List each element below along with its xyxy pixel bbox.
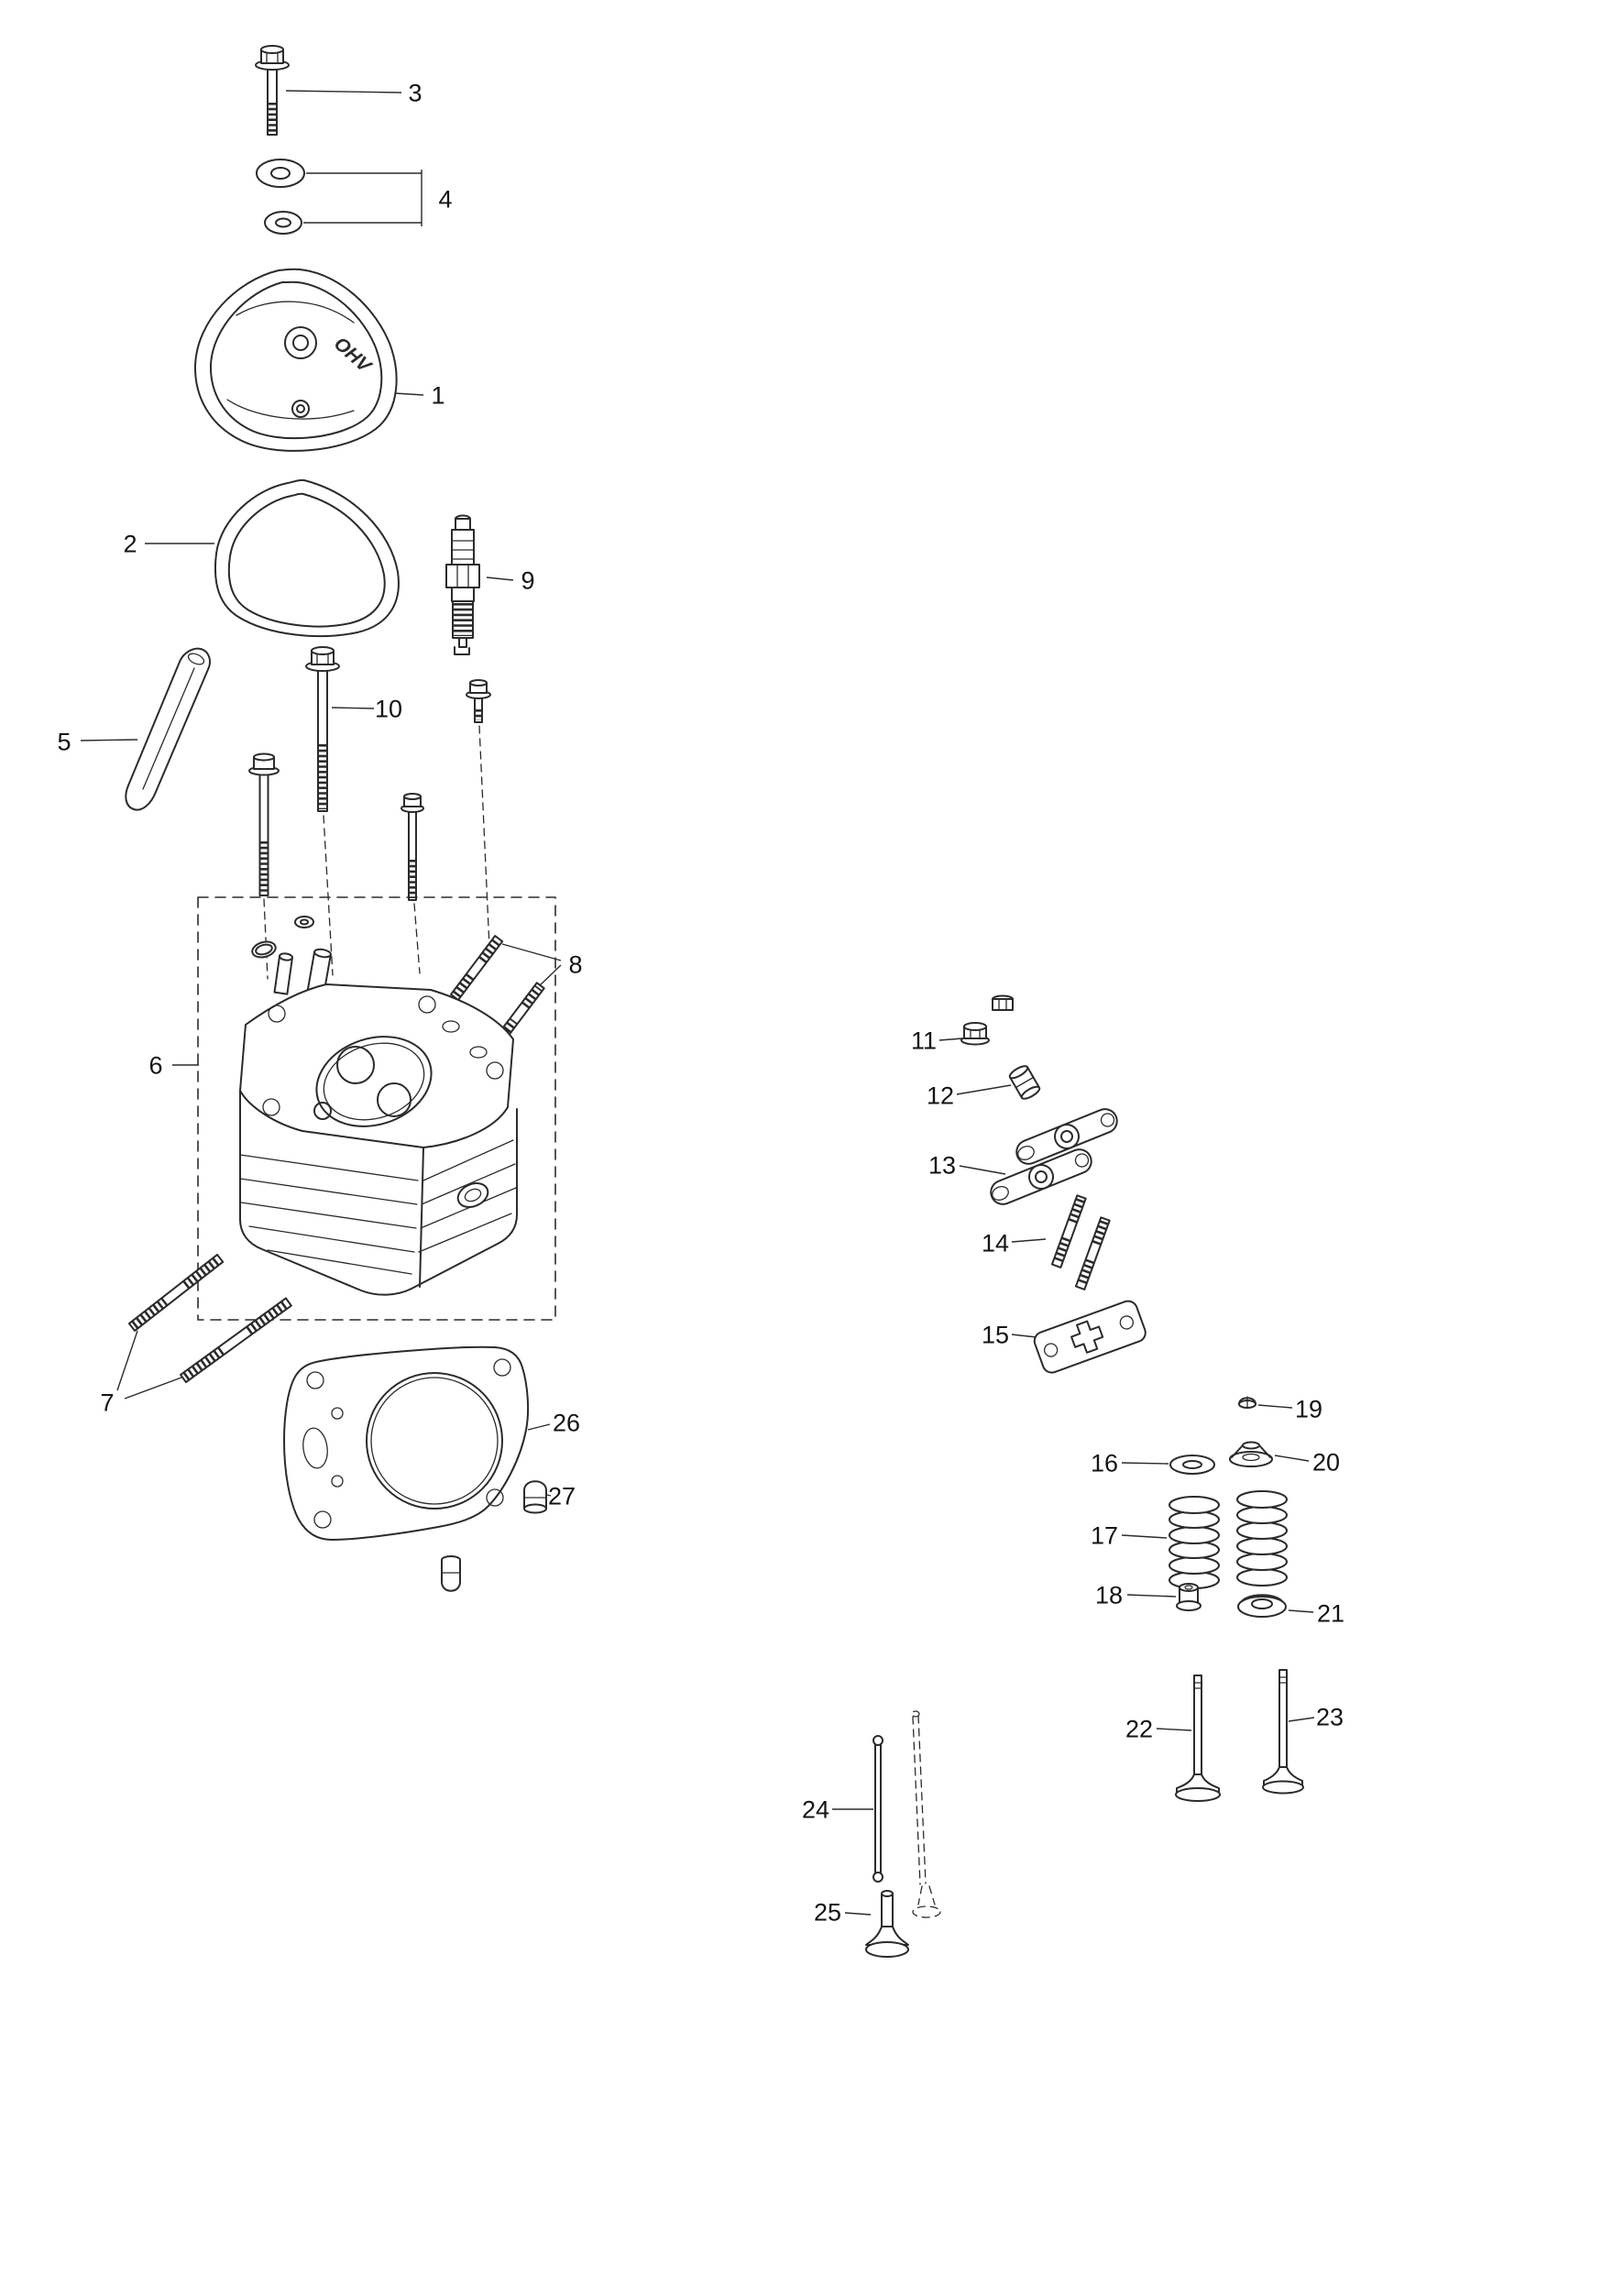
breather-tube: [125, 647, 211, 811]
callout-9: 9: [521, 566, 535, 595]
valve-cover-bolt: [255, 45, 290, 136]
intake-studs: [127, 1253, 292, 1384]
head-gasket: [283, 1345, 530, 1541]
callout-20: 20: [1311, 1448, 1341, 1477]
valve-lifter: [865, 1885, 941, 1958]
intake-valve: [1175, 1675, 1221, 1802]
callout-18: 18: [1094, 1581, 1124, 1609]
exhaust-studs: [450, 935, 545, 1046]
callout-13: 13: [927, 1151, 957, 1180]
callout-14: 14: [981, 1229, 1010, 1257]
callout-22: 22: [1125, 1715, 1154, 1743]
valve-cover: [193, 268, 398, 452]
valve-keeper: [1238, 1396, 1256, 1409]
callout-19: 19: [1294, 1395, 1323, 1423]
push-rod: [872, 1710, 927, 1885]
spring-seat: [1169, 1455, 1215, 1475]
spark-plug: [445, 514, 480, 655]
callout-7: 7: [100, 1389, 115, 1417]
callout-4: 4: [438, 185, 453, 214]
cover-bolt-washers: [256, 159, 305, 235]
leader-lines: [80, 90, 1315, 1916]
callout-2: 2: [123, 530, 137, 558]
callout-5: 5: [57, 728, 71, 756]
valve-cover-gasket: [214, 478, 400, 638]
callout-27: 27: [547, 1482, 576, 1510]
callout-15: 15: [981, 1321, 1010, 1349]
valve-stem-seal: [1176, 1583, 1202, 1611]
guide-plate: [1033, 1300, 1147, 1374]
rocker-arms: [990, 1108, 1118, 1205]
callout-21: 21: [1316, 1599, 1345, 1628]
callout-12: 12: [926, 1082, 955, 1110]
small-plug: [441, 1555, 461, 1592]
cylinder-head: [197, 896, 556, 1321]
callout-25: 25: [813, 1898, 842, 1927]
cylinder-head-bolts: [248, 646, 491, 980]
callout-23: 23: [1315, 1703, 1344, 1731]
callout-8: 8: [568, 950, 583, 979]
callout-26: 26: [552, 1409, 581, 1437]
callout-6: 6: [148, 1051, 163, 1080]
spring-retainer-bottom: [1237, 1594, 1287, 1618]
callout-1: 1: [431, 381, 445, 410]
callout-11: 11: [910, 1027, 938, 1055]
callout-10: 10: [374, 695, 403, 723]
callout-3: 3: [408, 79, 422, 107]
exhaust-valve: [1262, 1669, 1304, 1795]
rocker-pivot-studs: [1050, 1194, 1111, 1290]
callout-16: 16: [1090, 1449, 1119, 1477]
valve-springs: [1169, 1490, 1288, 1589]
cap-nut: [523, 1480, 547, 1514]
callout-17: 17: [1090, 1521, 1119, 1550]
rocker-pivot: [1008, 1065, 1041, 1100]
rocker-pivot-nuts: [960, 994, 1014, 1046]
spring-retainer-top: [1229, 1441, 1273, 1467]
callout-24: 24: [801, 1795, 830, 1824]
